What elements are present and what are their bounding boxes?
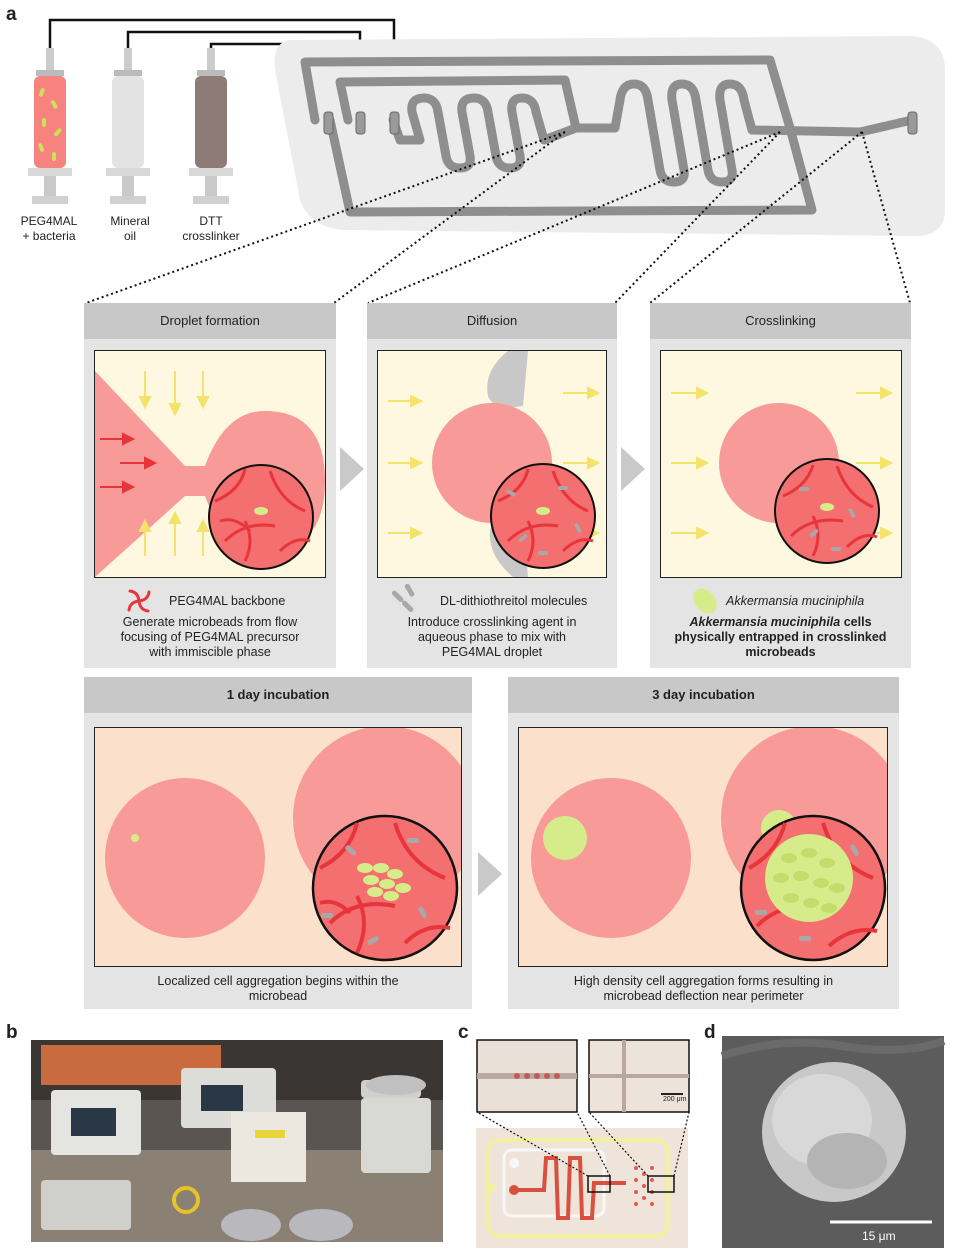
- legend-akkermansia: Akkermansia muciniphila: [726, 594, 865, 608]
- zoom-lines: [85, 131, 911, 304]
- incubation-panel-1-day: 1 day incubation: [84, 677, 472, 1009]
- micrograph-right: [588, 1039, 690, 1113]
- incubation-caption: High density cell aggregation forms resu…: [573, 974, 834, 1003]
- step-arrow-2: [621, 447, 645, 491]
- incubation-panel-3-day: 3 day incubation: [508, 677, 899, 1009]
- scale-label-c: 200 μm: [663, 1096, 687, 1103]
- photo-setup: [31, 1040, 443, 1242]
- step-caption: Akkermansia muciniphila cells physically…: [674, 615, 887, 659]
- step-title: Crosslinking: [650, 303, 911, 339]
- panel-label-b: b: [6, 1022, 18, 1043]
- microfluidic-chip: [274, 36, 946, 236]
- incubation-illustration: [518, 727, 888, 967]
- incubation-title: 1 day incubation: [84, 677, 472, 713]
- chip-schematic: [476, 1111, 690, 1248]
- scale-label-d: 15 μm: [862, 1229, 896, 1243]
- incubation-arrow: [478, 852, 502, 896]
- sem-image: [720, 1036, 946, 1248]
- step-illustration: [377, 350, 607, 578]
- legend-peg4mal-backbone: PEG4MAL backbone: [169, 594, 286, 608]
- syringe-peg4mal: [28, 48, 72, 204]
- bacteria-icon: [693, 588, 717, 614]
- step-panel-crosslinking: Crosslinking: [650, 303, 911, 668]
- step-illustration: [94, 350, 326, 578]
- step-title: Droplet formation: [84, 303, 336, 339]
- step-arrow-1: [340, 447, 364, 491]
- syringe-mineral-oil: [106, 48, 150, 204]
- step-illustration: [660, 350, 902, 578]
- step-title: Diffusion: [367, 303, 617, 339]
- micrograph-left: [476, 1039, 578, 1113]
- syringe-label-peg4mal: PEG4MAL+ bacteria: [20, 214, 78, 243]
- step-panel-diffusion: Diffusion: [367, 303, 617, 668]
- incubation-caption: Localized cell aggregation begins within…: [157, 974, 399, 1003]
- panel-label-a: a: [6, 4, 17, 25]
- step-panel-droplet-formation: Droplet formation: [84, 303, 336, 668]
- legend-dl-dithiothreitol: DL-dithiothreitol molecules: [440, 594, 588, 608]
- panel-label-c: c: [458, 1022, 469, 1043]
- backbone-icon: [127, 589, 151, 613]
- incubation-illustration: [94, 727, 462, 967]
- panel-label-d: d: [704, 1022, 716, 1043]
- syringe-dtt: [189, 48, 233, 204]
- incubation-title: 3 day incubation: [508, 677, 899, 713]
- dtt-molecule-icon: [391, 583, 415, 613]
